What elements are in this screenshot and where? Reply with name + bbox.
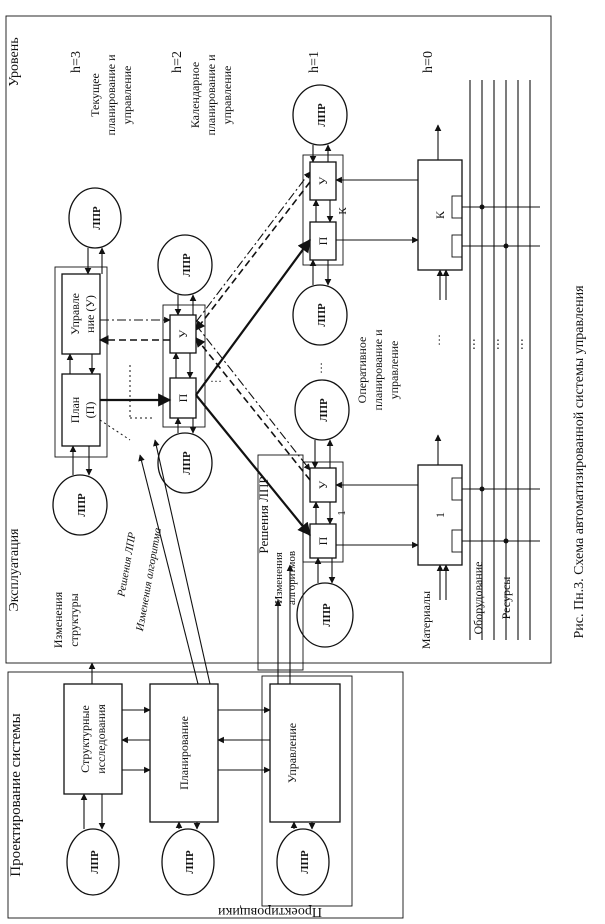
h3-frame — [54, 266, 108, 458]
level-h3-name-1: Текущее — [88, 73, 102, 117]
dm-h1-unitk-bottom: ЛПР — [316, 303, 328, 327]
operations-title: Эксплуатация — [7, 528, 22, 612]
planning-label: Планирование — [177, 716, 191, 790]
structural-research-block — [63, 683, 123, 795]
dm-design-2: ЛПР — [184, 850, 196, 874]
dm-h1-unitk-top: ЛПР — [316, 103, 328, 127]
dm-h2-bottom: ЛПР — [181, 451, 193, 475]
dm-decisions-frame — [257, 454, 304, 671]
h2-p-label: П — [176, 393, 190, 402]
oper-label-3: управление — [387, 341, 401, 400]
dm-h2-top: ЛПР — [181, 253, 193, 277]
plan-p-block — [61, 373, 101, 447]
oper-label-1: Оперативное — [355, 337, 369, 404]
h1-unit1-num: 1 — [336, 510, 348, 516]
level-h0: h=0 — [421, 51, 436, 73]
dm-h1-unit1-top: ЛПР — [318, 398, 330, 422]
structural-research-label-1: Структурные — [78, 705, 92, 773]
algo-changes-2-b: алгоритмов — [286, 551, 298, 605]
bus-dots-3: ⋮ — [516, 337, 528, 351]
bus-dots-1: ⋮ — [468, 337, 480, 351]
structural-research-label-2: исследования — [94, 704, 108, 774]
h1-unitk-p-label: П — [316, 236, 330, 245]
level-h3: h=3 — [69, 51, 84, 73]
h2-u-label: У — [176, 329, 190, 338]
management-frame — [261, 675, 353, 907]
level-h2-name-1: Календарное — [188, 62, 202, 128]
dm-decisions-2: Решения ЛПР — [256, 476, 271, 553]
h2-dots: … — [210, 371, 222, 385]
oper-label-2: планирование и — [371, 329, 385, 411]
management-block — [269, 683, 341, 823]
h1-unit1-p-block — [309, 523, 337, 559]
control-u-block — [61, 273, 101, 355]
level-h3-name-2: планирование и — [104, 54, 118, 136]
h1-dots: … — [311, 362, 325, 374]
h0-object1-label: 1 — [433, 512, 447, 518]
h1-unitk-k: К — [337, 207, 349, 215]
design-title: Проектирование системы — [8, 713, 24, 876]
dm-h3-top: ЛПР — [91, 206, 103, 230]
plan-p-label-1: План — [68, 396, 82, 423]
bus-dots-2: ⋮ — [492, 337, 504, 351]
algo-changes-1: Изменения алгоритма — [134, 526, 164, 633]
level-title: Уровень — [7, 37, 22, 86]
dm-design-1: ЛПР — [89, 850, 101, 874]
operations-section: Эксплуатация Уровень h=3 Текущее планиро… — [5, 15, 552, 671]
resource-resources: Ресурсы — [499, 577, 513, 620]
dm-design-3: ЛПР — [299, 850, 311, 874]
h1-unitk-frame — [302, 154, 344, 266]
h0-dots: … — [429, 334, 443, 346]
level-h3-name-3: управление — [120, 66, 134, 125]
h1-unit1-u-block — [309, 467, 337, 503]
changes-structure-1: Изменения — [51, 591, 65, 648]
level-h2: h=2 — [170, 51, 185, 73]
plan-p-label-2: (П) — [83, 402, 97, 419]
h2-frame — [162, 304, 206, 428]
dm-h3-bottom: ЛПР — [76, 493, 88, 517]
level-h1: h=1 — [307, 51, 322, 73]
h1-unitk-u-label: У — [316, 176, 330, 185]
control-u-label-2: ние (У) — [83, 295, 97, 333]
planning-block — [149, 683, 219, 823]
h1-unit1-u-label: У — [316, 480, 330, 489]
level-h2-name-3: управление — [220, 66, 234, 125]
designers-label: Проектировщики — [218, 904, 322, 919]
resource-equipment: Оборудование — [471, 562, 485, 635]
management-label: Управление — [285, 723, 299, 783]
h2-u-block — [169, 314, 197, 354]
algo-changes-2-a: Изменения — [273, 552, 285, 604]
dm-decisions-1: Решения ЛПР — [115, 531, 138, 599]
h1-unitk-u-block — [309, 161, 337, 201]
level-h2-name-2: планирование и — [204, 54, 218, 136]
changes-structure-2: структуры — [67, 593, 81, 646]
h1-unit1-p-label: П — [316, 536, 330, 545]
control-u-label-1: Управле — [68, 293, 82, 335]
resource-materials: Материалы — [419, 591, 433, 649]
design-section: Проектирование системы Проектировщики Ст… — [7, 671, 404, 919]
h0-objectk-label: К — [433, 210, 447, 219]
figure-caption: Рис. Пн.3. Схема автоматизированной сист… — [572, 285, 587, 639]
design-frame — [7, 671, 404, 919]
dm-h1-unit1-bottom: ЛПР — [321, 603, 333, 627]
